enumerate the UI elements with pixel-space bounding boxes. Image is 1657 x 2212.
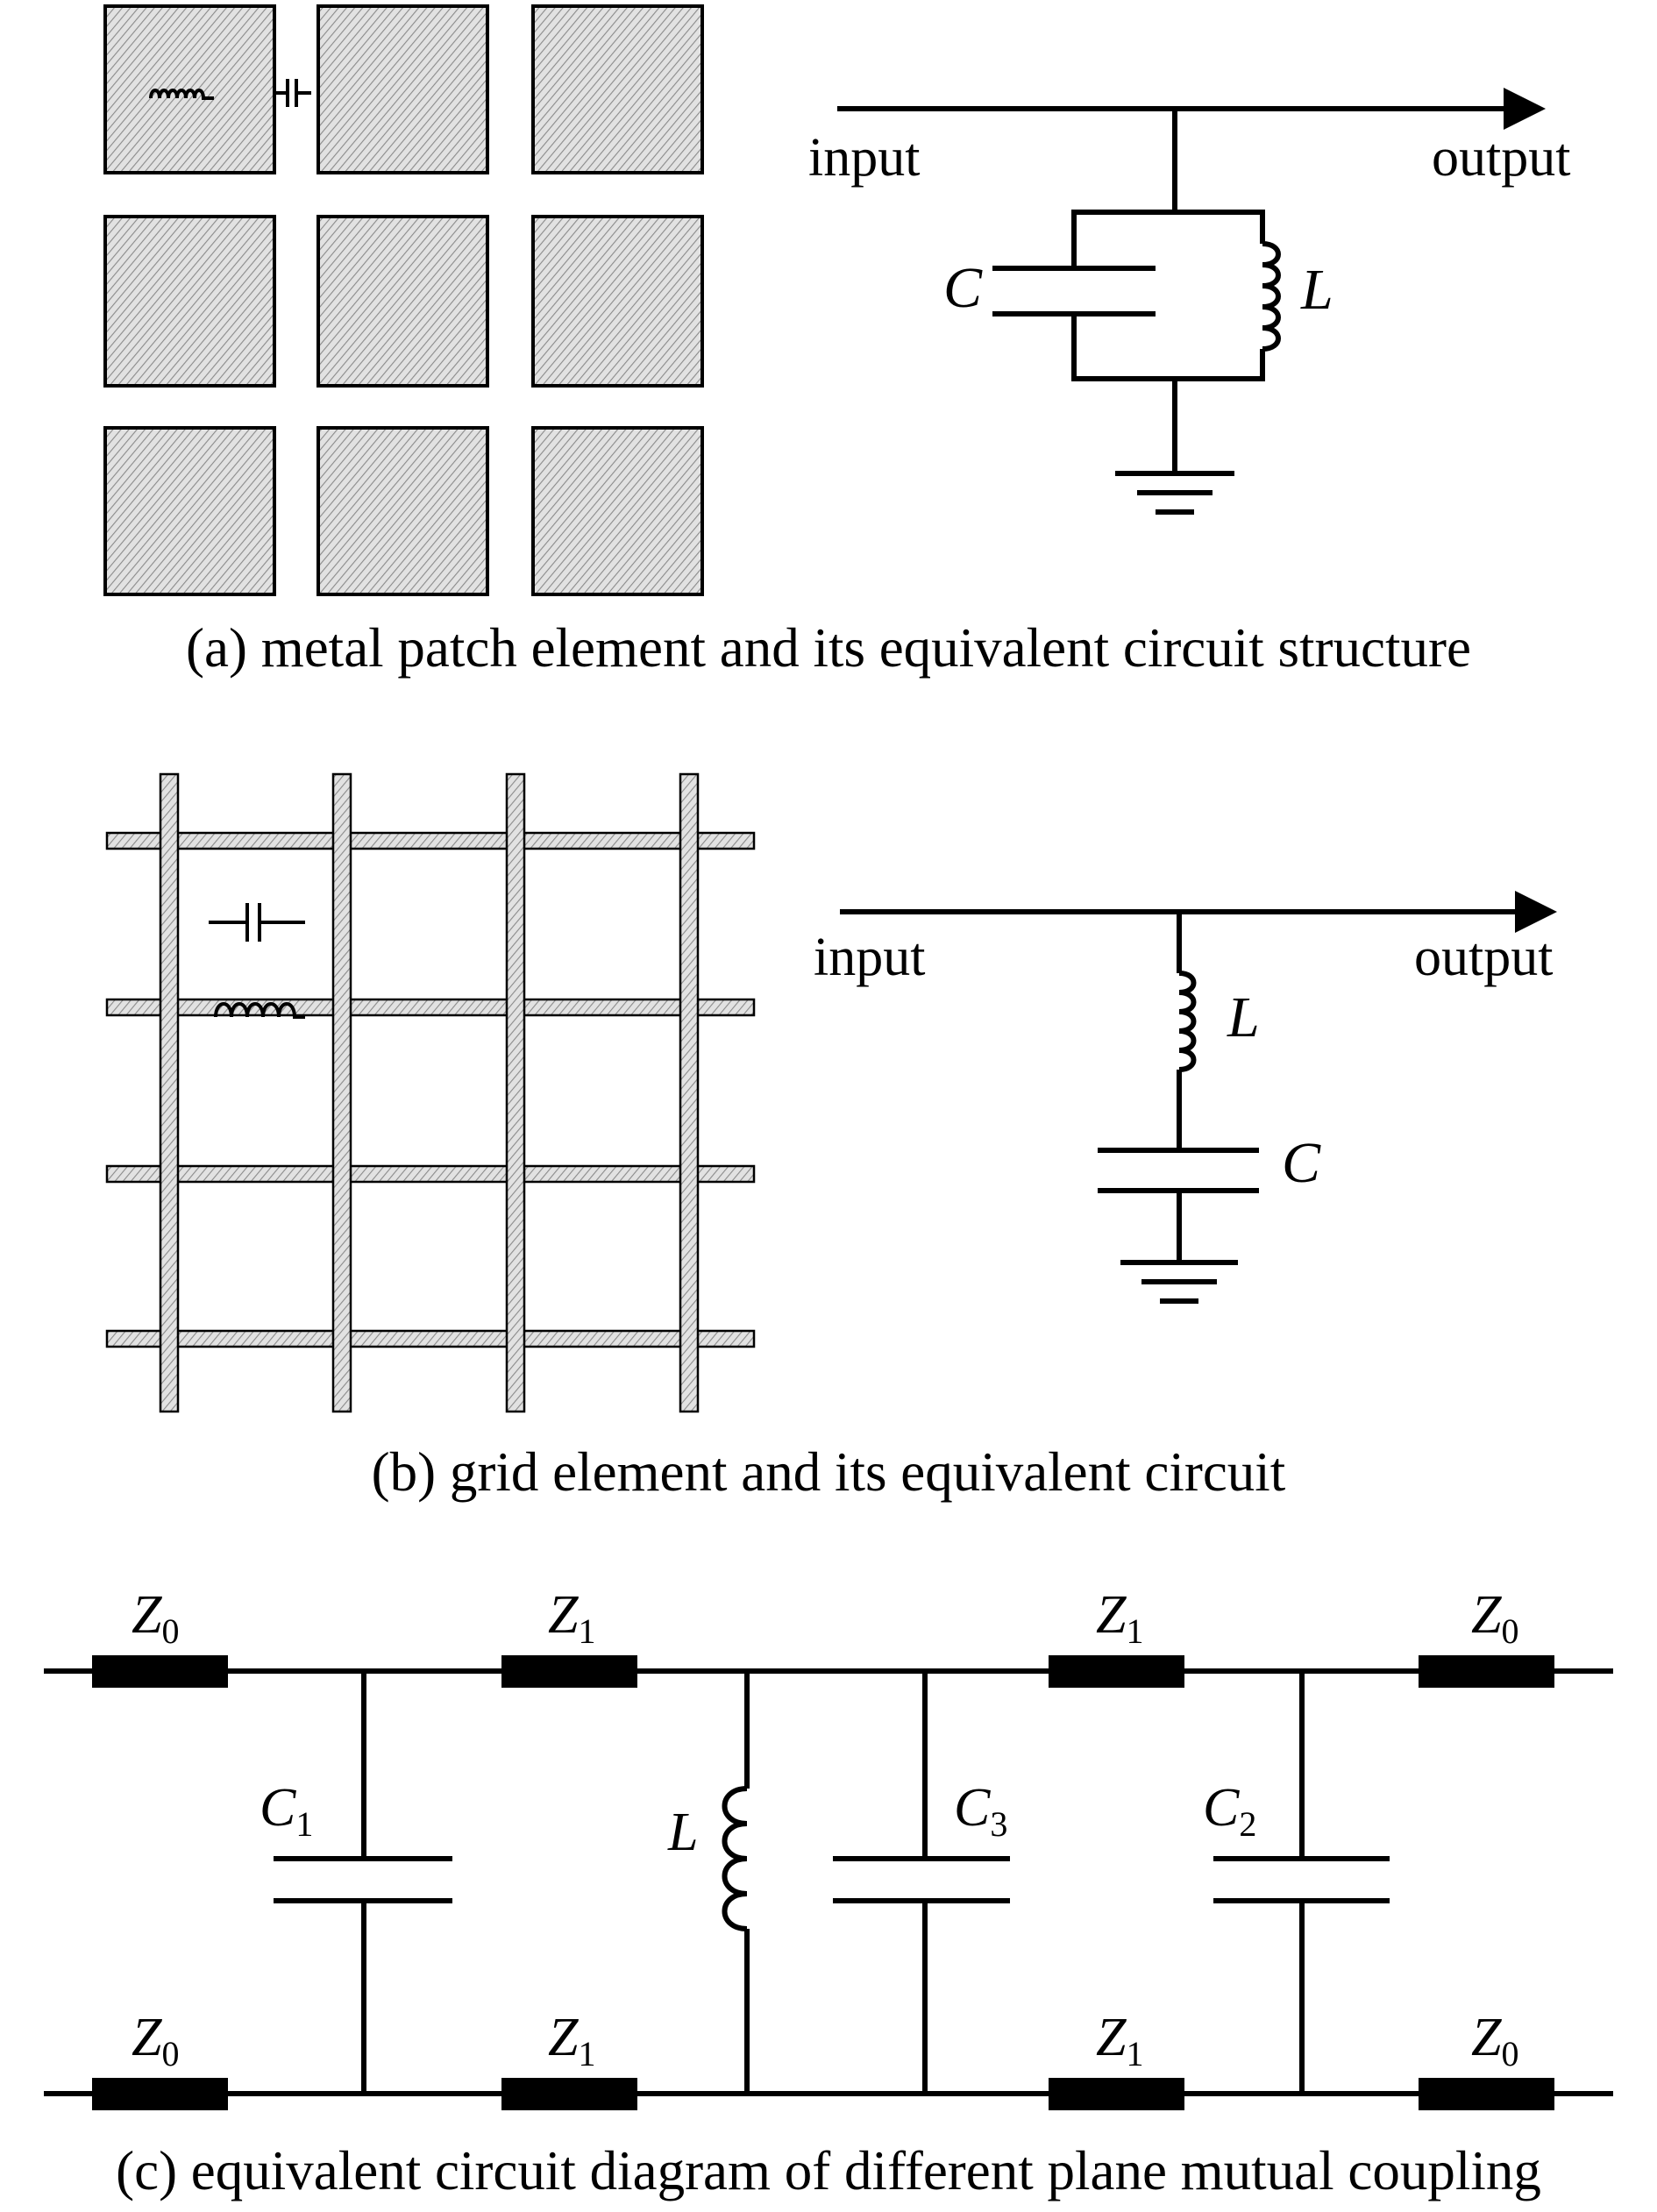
capacitor-label: C1	[260, 1778, 313, 1844]
grid-bar-vertical	[331, 772, 352, 1413]
impedance-z1	[1049, 1655, 1184, 1688]
metal-patch	[316, 4, 489, 174]
inductor-glyph-icon	[214, 1002, 305, 1019]
caption-a: (a) metal patch element and its equivale…	[186, 617, 1471, 679]
capacitor-label: C2	[1203, 1778, 1256, 1844]
input-label: input	[814, 928, 925, 987]
capacitor-label: C	[943, 256, 983, 320]
impedance-label: Z1	[548, 2008, 595, 2073]
caption-c: (c) equivalent circuit diagram of differ…	[116, 2140, 1541, 2201]
grid-bar-horizontal	[105, 998, 756, 1017]
panel-a: input output C L (a) metal patch element…	[103, 4, 1570, 679]
capacitor-c1	[274, 1671, 452, 2094]
capacitor-glyph-icon	[209, 903, 305, 942]
impedance-z0	[1419, 2078, 1554, 2110]
impedance-z1	[1049, 2078, 1184, 2110]
inductor-coil	[1178, 971, 1197, 1072]
output-label: output	[1414, 928, 1553, 987]
grid-bar-horizontal	[105, 1329, 756, 1348]
impedance-z0	[1419, 1655, 1554, 1688]
output-label: output	[1432, 128, 1570, 188]
caption-b: (b) grid element and its equivalent circ…	[372, 1441, 1286, 1503]
metal-patch-array	[103, 4, 704, 596]
impedance-label: Z1	[1096, 2008, 1143, 2073]
metal-patch	[531, 4, 704, 174]
inductor-glyph-icon	[149, 89, 214, 100]
capacitor-c2	[1213, 1671, 1390, 2094]
metal-patch	[316, 215, 489, 388]
ground-icon	[1120, 1260, 1238, 1304]
metal-patch	[316, 426, 489, 596]
metal-grid	[105, 772, 756, 1413]
panel-b: input output L C (b) grid element and it…	[105, 772, 1557, 1503]
inductor-coil	[1262, 241, 1281, 352]
capacitor-label: C3	[954, 1778, 1007, 1844]
capacitor-c3	[833, 1671, 1010, 2094]
impedance-z1	[501, 1655, 637, 1688]
grid-equivalent-circuit: input output L C	[814, 891, 1557, 1304]
panel-c: Z0 Z1 Z1 Z0 Z0 Z1 Z1 Z0 C1 L C3 C2 (c) e…	[44, 1585, 1613, 2201]
metal-patch	[531, 215, 704, 388]
ground-icon	[1115, 471, 1234, 515]
impedance-z0	[92, 1655, 228, 1688]
tank-top-wire	[1071, 210, 1265, 268]
grid-bar-vertical	[159, 772, 180, 1413]
impedance-label: Z1	[1096, 1585, 1143, 1651]
inductor-label: L	[1227, 985, 1260, 1049]
impedance-z1	[501, 2078, 637, 2110]
capacitor-glyph-icon	[274, 79, 311, 107]
inductor-l	[722, 1671, 750, 2094]
impedance-z0	[92, 2078, 228, 2110]
impedance-label: Z1	[548, 1585, 595, 1651]
inductor-label: L	[667, 1803, 698, 1862]
grid-bar-horizontal	[105, 831, 756, 850]
impedance-label: Z0	[1471, 2008, 1518, 2073]
metal-patch	[531, 426, 704, 596]
patch-equivalent-circuit: input output C L	[808, 88, 1570, 515]
metal-patch	[103, 215, 276, 388]
grid-bar-vertical	[505, 772, 526, 1413]
inductor-label: L	[1300, 258, 1333, 322]
input-label: input	[808, 128, 920, 188]
metal-patch	[103, 426, 276, 596]
tank-bottom-wire	[1071, 314, 1265, 381]
impedance-label: Z0	[132, 2008, 179, 2073]
capacitor-label: C	[1282, 1131, 1321, 1195]
impedance-label: Z0	[1471, 1585, 1518, 1651]
grid-bar-horizontal	[105, 1164, 756, 1184]
impedance-label: Z0	[132, 1585, 179, 1651]
grid-bar-vertical	[679, 772, 700, 1413]
